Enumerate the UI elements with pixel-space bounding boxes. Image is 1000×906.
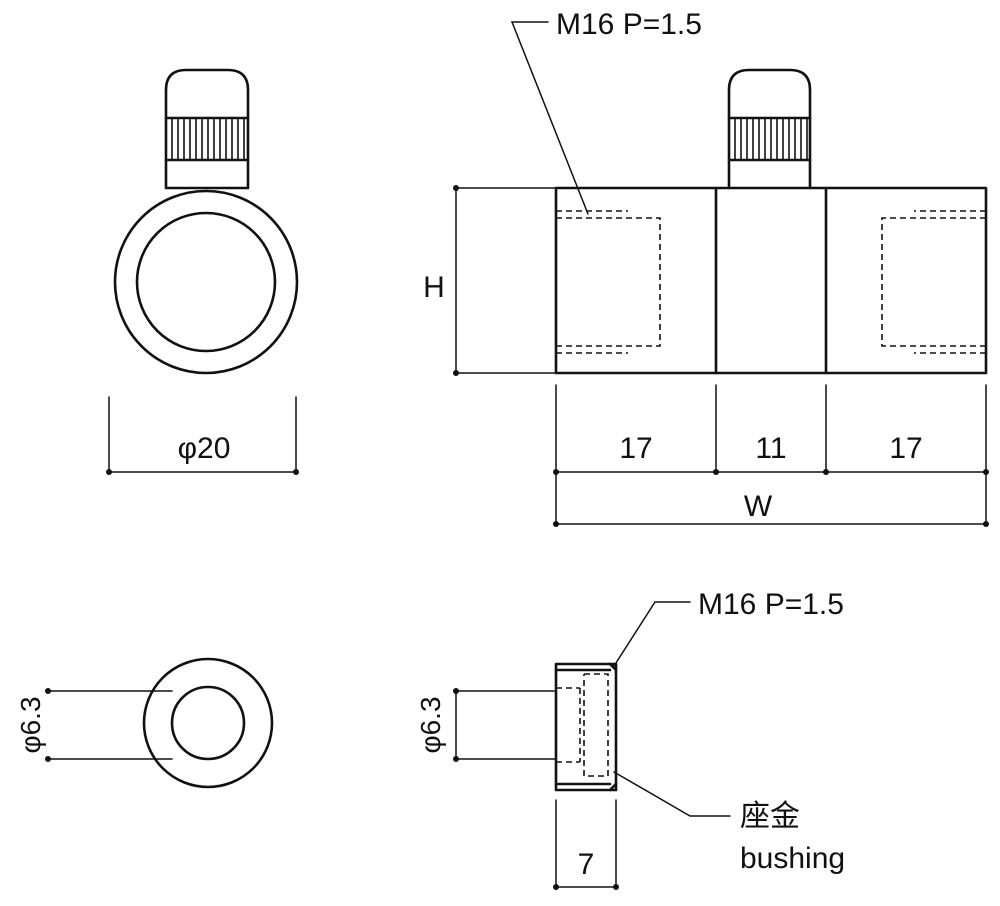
bushing-name-leader <box>613 771 731 817</box>
width-label: W <box>744 490 773 523</box>
outer-ring <box>113 189 299 375</box>
segment-label-1: 17 <box>619 432 652 465</box>
height-label: H <box>423 271 445 304</box>
bushing-thread-leader <box>613 601 691 667</box>
bushing-outer <box>142 657 274 789</box>
part-name-en: bushing <box>740 842 845 875</box>
end-view-top-left: φ20 <box>106 68 299 475</box>
bushing-side-outline <box>554 662 618 792</box>
bushing-hidden-lines <box>556 673 609 777</box>
thread-label-top: M16 P=1.5 <box>556 8 702 41</box>
segment-label-3: 17 <box>889 432 922 465</box>
knurl-lines-right <box>734 118 808 160</box>
bushing-end-view: φ6.3 <box>15 657 274 789</box>
side-view-top-right: M16 P=1.5 H 17 11 17 W <box>423 8 989 527</box>
knurl-lines-left <box>171 118 245 160</box>
knob-outline-side <box>727 68 812 190</box>
hidden-thread-left <box>556 210 661 354</box>
bushing-side-view: M16 P=1.5 座金 bushing φ6.3 7 <box>415 588 845 890</box>
segment-label-2: 11 <box>755 432 786 465</box>
knob-outline <box>164 68 250 190</box>
part-name-jp: 座金 <box>740 800 800 833</box>
body-outline <box>554 186 988 375</box>
bushing-diameter-label-right: φ6.3 <box>415 696 446 753</box>
bushing-diameter-label-left: φ6.3 <box>15 696 46 753</box>
thread-leader <box>510 21 589 215</box>
bushing-bore <box>170 685 246 761</box>
thread-label-bottom: M16 P=1.5 <box>698 588 844 621</box>
inner-bore <box>135 211 277 353</box>
hidden-thread-right <box>881 210 986 354</box>
thickness-label: 7 <box>578 848 595 881</box>
diameter-label-phi20: φ20 <box>178 432 231 465</box>
